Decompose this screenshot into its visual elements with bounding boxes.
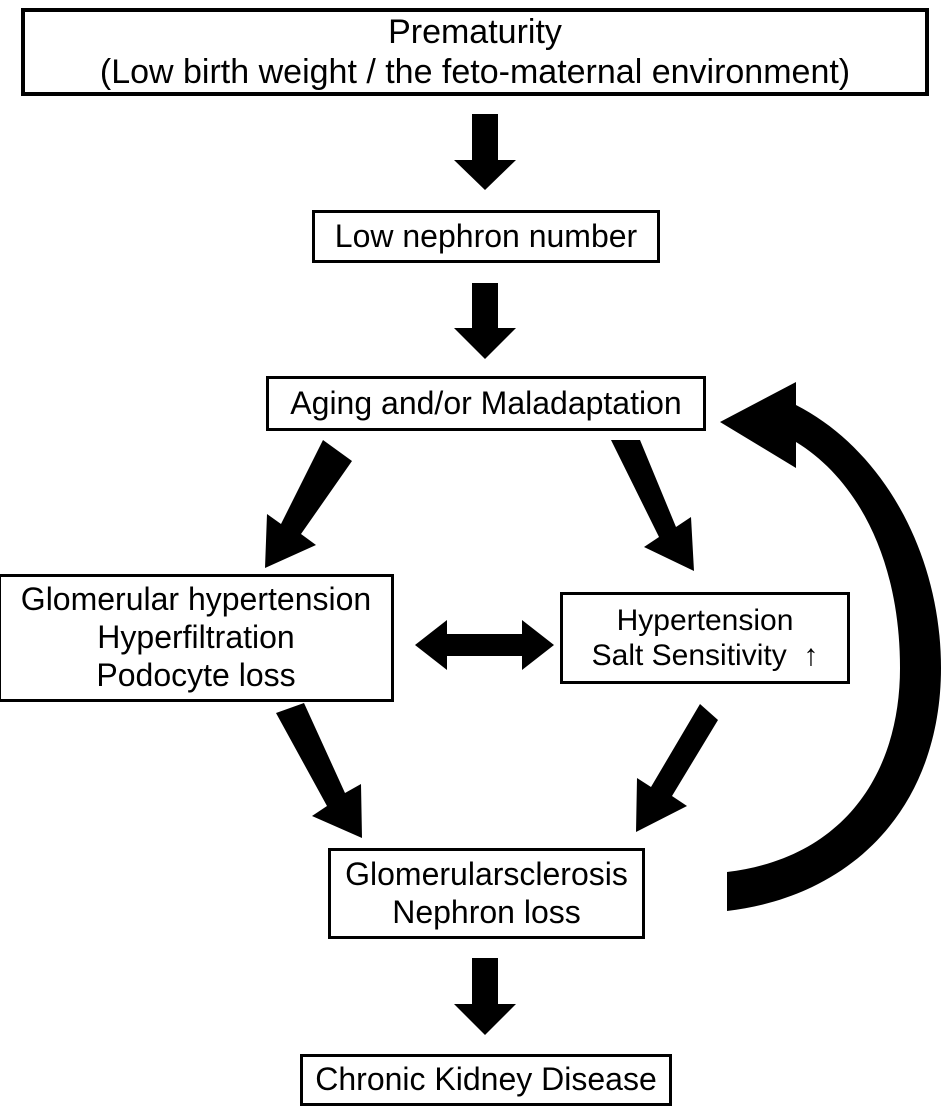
node-low-nephron-number: Low nephron number [312,210,660,263]
node-prematurity-line-1: Prematurity [388,12,562,51]
arrow-diagonal-hypertension-to-sclerosis [636,704,718,832]
node-hypertension-salt-sensitivity-line-2: Salt Sensitivity ↑ [591,639,819,672]
node-glomerular-hypertension-line-2: Hyperfiltration [97,619,295,656]
node-prematurity: Prematurity (Low birth weight / the feto… [21,8,929,96]
node-prematurity-line-2: (Low birth weight / the feto-maternal en… [99,53,851,91]
arrow-double-headed-horizontal [415,620,554,670]
node-low-nephron-number-line-1: Low nephron number [334,217,638,254]
node-aging-maladaptation: Aging and/or Maladaptation [266,376,706,431]
arrow-down-low-nephron-to-aging [454,283,516,359]
arrow-diagonal-aging-to-hypertension [611,440,694,571]
node-glomerular-hypertension-line-1: Glomerular hypertension [20,581,372,618]
node-glomerular-hypertension: Glomerular hypertension Hyperfiltration … [0,574,394,702]
node-chronic-kidney-disease: Chronic Kidney Disease [300,1054,672,1106]
node-glomerulosclerosis-line-2: Nephron loss [392,893,581,930]
node-aging-maladaptation-line-1: Aging and/or Maladaptation [290,384,682,421]
node-glomerular-hypertension-line-3: Podocyte loss [96,656,296,693]
arrow-diagonal-glomerular-hypertension-to-sclerosis [276,703,362,838]
arrow-diagonal-aging-to-glomerular-hypertension [265,440,352,568]
node-chronic-kidney-disease-line-1: Chronic Kidney Disease [315,1061,657,1098]
node-glomerulosclerosis-line-1: Glomerularsclerosis [345,855,628,892]
node-glomerulosclerosis: Glomerularsclerosis Nephron loss [328,848,645,939]
arrow-down-sclerosis-to-ckd [454,958,516,1035]
arrow-down-prematurity-to-low-nephron [454,114,516,190]
node-hypertension-salt-sensitivity-line-1: Hypertension [616,603,794,637]
node-hypertension-salt-sensitivity: Hypertension Salt Sensitivity ↑ [560,592,850,684]
